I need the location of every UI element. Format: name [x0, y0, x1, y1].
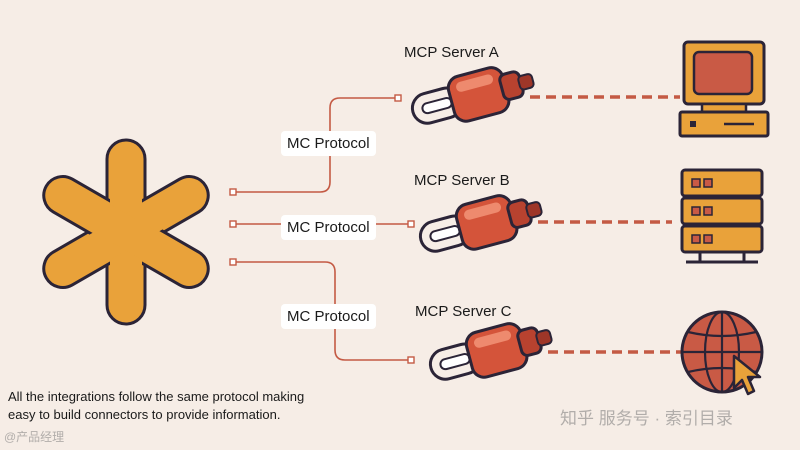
asterisk-icon — [42, 138, 210, 326]
server-label-c: MCP Server C — [415, 303, 512, 320]
server-label-b: MCP Server B — [414, 172, 510, 189]
protocol-label-a: MC Protocol — [281, 131, 376, 156]
protocol-label-c: MC Protocol — [281, 304, 376, 329]
server-rack-icon — [680, 168, 764, 264]
usb-c-plug-icon-b — [418, 194, 543, 253]
watermark-right: 知乎 服务号 · 索引目录 — [560, 409, 733, 428]
server-label-a: MCP Server A — [404, 44, 499, 61]
computer-icon — [678, 40, 770, 138]
dashed-cables — [530, 95, 682, 354]
protocol-label-b: MC Protocol — [281, 215, 376, 240]
caption-text: All the integrations follow the same pro… — [8, 389, 305, 422]
globe-cursor-icon — [680, 310, 764, 396]
watermark-left: @产品经理 — [4, 430, 65, 444]
usb-c-plug-icon-c — [428, 322, 553, 381]
connection-endpoints — [229, 94, 415, 364]
usb-c-plug-icon-a — [410, 66, 535, 125]
